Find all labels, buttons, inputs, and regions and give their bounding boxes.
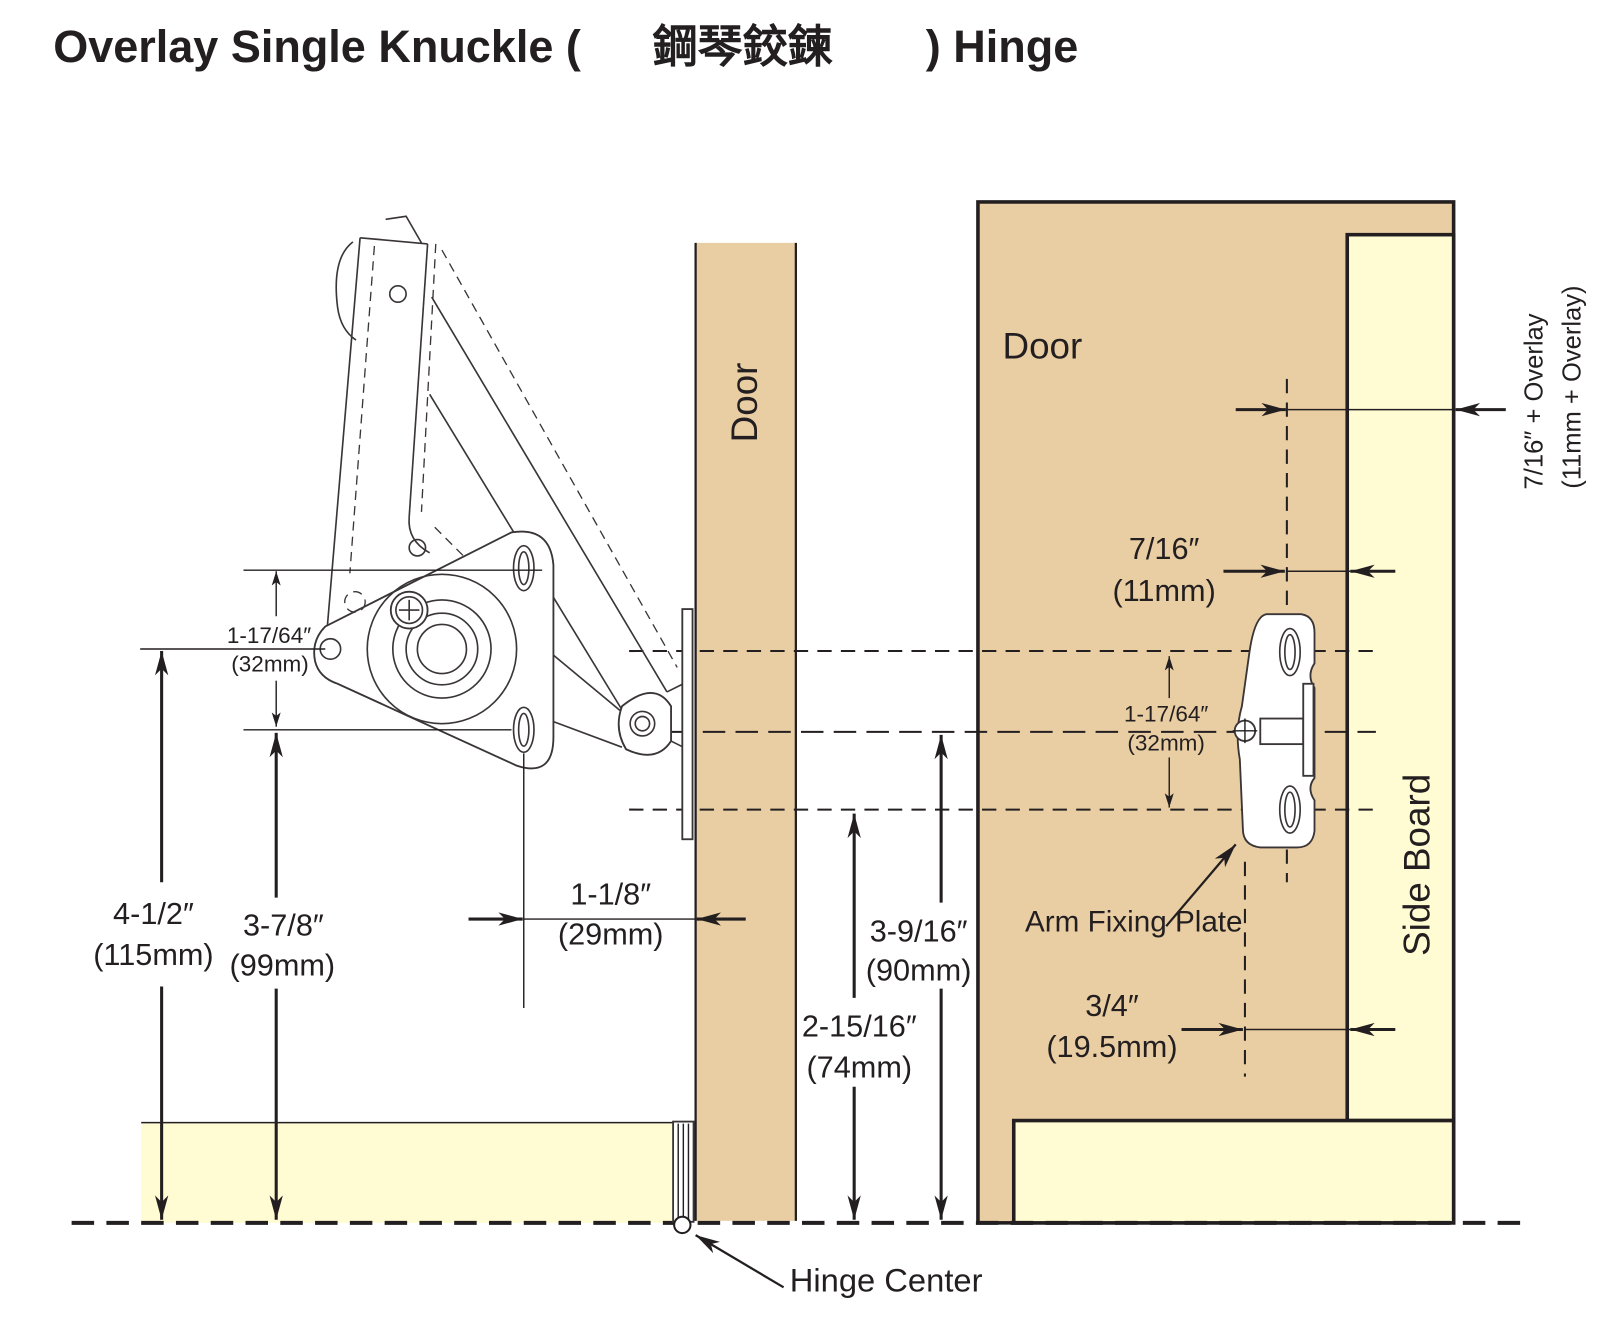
door-right-label: Door bbox=[1003, 325, 1083, 366]
plate-slot-upper bbox=[1278, 627, 1301, 677]
hinge-center-arrow bbox=[695, 1234, 785, 1289]
arm-left-edge bbox=[326, 237, 361, 627]
link-dashed-edge bbox=[441, 249, 678, 668]
hinge-cup-inner bbox=[405, 612, 479, 686]
dim-overall-height-imperial: 4-1/2″ bbox=[113, 896, 194, 931]
hinge-cup-outer bbox=[366, 573, 518, 725]
dim-setback: 1-1/8″ (29mm) bbox=[468, 877, 746, 952]
arm-pivot-upper bbox=[388, 285, 407, 304]
dim-slot-spacing-left: 1-17/64″ (32mm) bbox=[227, 571, 311, 727]
dim-slot-right-metric: (32mm) bbox=[1127, 730, 1205, 755]
mounting-slot-upper-inner bbox=[517, 550, 530, 586]
piano-hinge-knuckle bbox=[672, 1120, 695, 1235]
dim-lower-height-imperial: 2-15/16″ bbox=[802, 1009, 917, 1044]
plate-slot-upper-inner bbox=[1284, 633, 1296, 671]
dim-slot-spacing-right: 1-17/64″ (32mm) bbox=[1124, 656, 1208, 808]
dim-mount-height-imperial: 3-7/8″ bbox=[243, 907, 324, 942]
dim-plate-center-offset: 3/4″ (19.5mm) bbox=[1046, 988, 1396, 1064]
dim-lower-height: 2-15/16″ (74mm) bbox=[802, 813, 917, 1220]
dim-setback-imperial: 1-1/8″ bbox=[570, 877, 651, 912]
side-board-label: Side Board bbox=[1396, 774, 1437, 956]
dim-slot-right-imperial: 1-17/64″ bbox=[1124, 702, 1208, 727]
dim-overlay-metric: (11mm + Overlay) bbox=[1558, 285, 1586, 488]
door-link-pin-inner bbox=[634, 715, 651, 732]
hinge-center-label: Hinge Center bbox=[790, 1261, 983, 1298]
dim-overlay: 7/16″ + Overlay (11mm + Overlay) bbox=[1235, 285, 1586, 489]
dim-upper-height-imperial: 3-9/16″ bbox=[870, 914, 968, 949]
screw-cross-icon bbox=[398, 599, 420, 621]
dim-mount-height: 3-7/8″ (99mm) bbox=[230, 732, 336, 1220]
hinge-mechanism bbox=[313, 215, 694, 841]
dim-mount-height-metric: (99mm) bbox=[230, 947, 336, 982]
mounting-plate bbox=[313, 530, 555, 770]
dim-overlay-imperial: 7/16″ + Overlay bbox=[1520, 313, 1548, 489]
door-link-pin bbox=[629, 710, 656, 737]
dim-center-offset-metric: (19.5mm) bbox=[1046, 1029, 1177, 1064]
cabinet-bottom-left bbox=[141, 1122, 678, 1223]
dim-plate-offset-imperial: 7/16″ bbox=[1129, 531, 1200, 566]
dim-overall-height: 4-1/2″ (115mm) bbox=[93, 651, 214, 1220]
arm-inner-dashed-right bbox=[420, 243, 437, 512]
arm-fixing-plate-arrow bbox=[1165, 843, 1237, 927]
dim-center-offset-imperial: 3/4″ bbox=[1085, 988, 1139, 1023]
mounting-slot-lower-inner bbox=[517, 712, 530, 747]
title-end: ) Hinge bbox=[926, 21, 1079, 72]
plate-link-upper bbox=[552, 654, 621, 711]
arm-inner-dashed-left bbox=[349, 245, 376, 574]
mounting-slot-upper bbox=[512, 544, 535, 592]
plate-slot-lower bbox=[1278, 785, 1301, 834]
hinge-cup-ring bbox=[391, 599, 492, 699]
dim-upper-height-metric: (90mm) bbox=[866, 952, 972, 987]
arm-elbow bbox=[408, 516, 431, 554]
hinge-center-point bbox=[673, 1215, 692, 1235]
dim-slot-left-metric: (32mm) bbox=[231, 651, 309, 676]
dim-setback-metric: (29mm) bbox=[558, 917, 664, 952]
side-board bbox=[1345, 232, 1456, 1123]
hinge-center-callout: Hinge Center bbox=[695, 1234, 983, 1298]
arm-fixing-plate bbox=[1232, 613, 1316, 849]
door-link-knuckle bbox=[617, 692, 672, 756]
cabinet-front-view: Door Side Board bbox=[976, 200, 1456, 1225]
plate-pin-flange bbox=[1302, 682, 1315, 777]
dim-plate-offset: 7/16″ (11mm) bbox=[1112, 531, 1396, 608]
dim-plate-offset-metric: (11mm) bbox=[1112, 573, 1215, 608]
title: Overlay Single Knuckle ( 鋼琴鉸鍊 ) Hinge bbox=[53, 21, 1078, 72]
dim-overall-height-metric: (115mm) bbox=[93, 937, 213, 972]
door-mount-plate bbox=[681, 608, 694, 841]
arm-fixing-plate-label: Arm Fixing Plate bbox=[1025, 905, 1243, 938]
arm-top-edge bbox=[360, 236, 428, 245]
plate-link-lower bbox=[553, 720, 623, 748]
plate-slot-lower-inner bbox=[1284, 791, 1296, 828]
plate-pin bbox=[1259, 717, 1305, 746]
dim-lower-height-metric: (74mm) bbox=[806, 1050, 912, 1085]
adjustment-screw-head bbox=[395, 595, 424, 625]
arm-spring-housing bbox=[335, 241, 357, 341]
door-left-label: Door bbox=[724, 363, 765, 443]
link-outer-edge bbox=[430, 296, 668, 693]
title-main: Overlay Single Knuckle ( bbox=[53, 21, 581, 72]
dim-upper-height: 3-9/16″ (90mm) bbox=[866, 734, 972, 1220]
bottom-board bbox=[1011, 1118, 1456, 1225]
dim-slot-left-imperial: 1-17/64″ bbox=[227, 623, 311, 648]
hidden-pivot bbox=[344, 591, 366, 613]
arm-top-cap bbox=[385, 215, 423, 244]
plate-pin-crosshair bbox=[1232, 718, 1258, 744]
arm-fixing-plate-callout: Arm Fixing Plate bbox=[1025, 843, 1243, 938]
arm-right-edge bbox=[408, 243, 429, 518]
mounting-slot-lower bbox=[512, 706, 535, 754]
hinge-cup-core bbox=[416, 623, 468, 675]
title-chinese: 鋼琴鉸鍊 bbox=[653, 21, 834, 72]
arm-pivot-lower bbox=[408, 538, 427, 557]
door-link-arms bbox=[666, 683, 684, 748]
